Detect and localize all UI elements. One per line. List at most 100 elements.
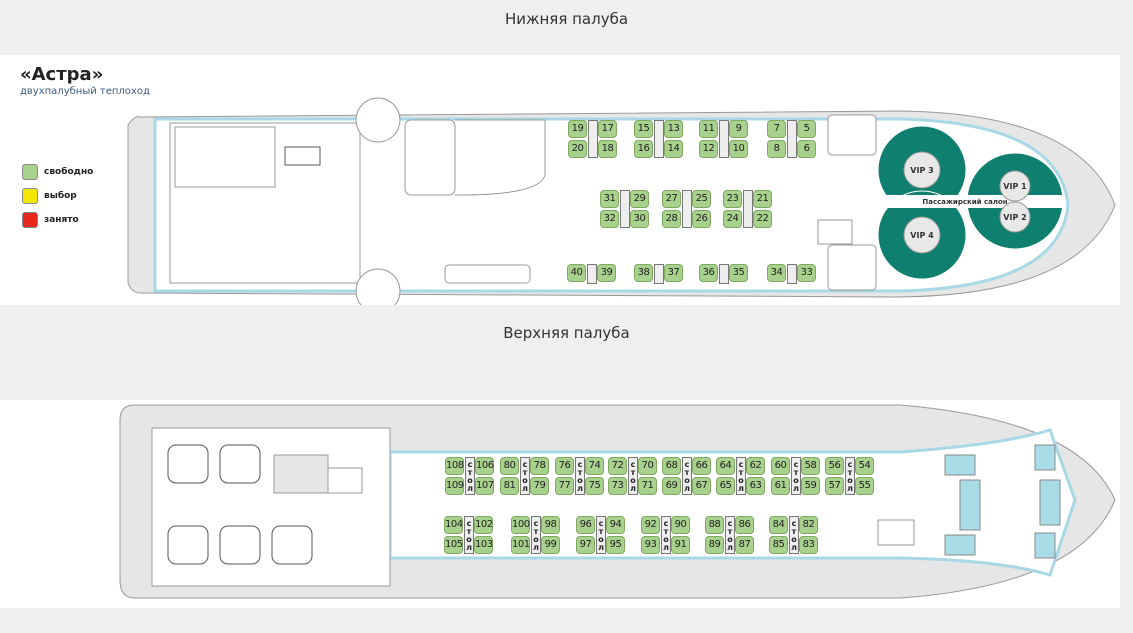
- seat-79[interactable]: 79: [530, 477, 549, 495]
- seat-54[interactable]: 54: [855, 457, 874, 475]
- seat-81[interactable]: 81: [500, 477, 519, 495]
- seat-65[interactable]: 65: [716, 477, 735, 495]
- vip-1-label[interactable]: VIP 1: [1003, 182, 1027, 191]
- seat-56[interactable]: 56: [825, 457, 844, 475]
- seat-11[interactable]: 11: [699, 120, 718, 138]
- seat-63[interactable]: 63: [746, 477, 765, 495]
- seat-60[interactable]: 60: [771, 457, 790, 475]
- seat-85[interactable]: 85: [769, 536, 788, 554]
- seat-25[interactable]: 25: [692, 190, 711, 208]
- table: [682, 190, 692, 228]
- seat-107[interactable]: 107: [475, 477, 494, 495]
- seat-99[interactable]: 99: [541, 536, 560, 554]
- seat-61[interactable]: 61: [771, 477, 790, 495]
- seat-89[interactable]: 89: [705, 536, 724, 554]
- seat-33[interactable]: 33: [797, 264, 816, 282]
- seat-76[interactable]: 76: [555, 457, 574, 475]
- seat-13[interactable]: 13: [664, 120, 683, 138]
- seat-83[interactable]: 83: [799, 536, 818, 554]
- seat-105[interactable]: 105: [444, 536, 463, 554]
- seat-82[interactable]: 82: [799, 516, 818, 534]
- seat-32[interactable]: 32: [600, 210, 619, 228]
- seat-86[interactable]: 86: [735, 516, 754, 534]
- seat-7[interactable]: 7: [767, 120, 786, 138]
- seat-68[interactable]: 68: [662, 457, 681, 475]
- seat-19[interactable]: 19: [568, 120, 587, 138]
- seat-93[interactable]: 93: [641, 536, 660, 554]
- seat-101[interactable]: 101: [511, 536, 530, 554]
- seat-100[interactable]: 100: [511, 516, 530, 534]
- seat-108[interactable]: 108: [445, 457, 464, 475]
- seat-26[interactable]: 26: [692, 210, 711, 228]
- seat-103[interactable]: 103: [474, 536, 493, 554]
- seat-20[interactable]: 20: [568, 140, 587, 158]
- seat-73[interactable]: 73: [608, 477, 627, 495]
- seat-39[interactable]: 39: [597, 264, 616, 282]
- seat-104[interactable]: 104: [444, 516, 463, 534]
- seat-98[interactable]: 98: [541, 516, 560, 534]
- seat-30[interactable]: 30: [630, 210, 649, 228]
- seat-72[interactable]: 72: [608, 457, 627, 475]
- vip-2-label[interactable]: VIP 2: [1003, 213, 1026, 222]
- seat-29[interactable]: 29: [630, 190, 649, 208]
- seat-95[interactable]: 95: [606, 536, 625, 554]
- table: [654, 264, 664, 284]
- seat-102[interactable]: 102: [474, 516, 493, 534]
- seat-14[interactable]: 14: [664, 140, 683, 158]
- seat-37[interactable]: 37: [664, 264, 683, 282]
- seat-27[interactable]: 27: [662, 190, 681, 208]
- seat-97[interactable]: 97: [576, 536, 595, 554]
- seat-75[interactable]: 75: [585, 477, 604, 495]
- seat-5[interactable]: 5: [797, 120, 816, 138]
- seat-18[interactable]: 18: [598, 140, 617, 158]
- seat-21[interactable]: 21: [753, 190, 772, 208]
- seat-90[interactable]: 90: [671, 516, 690, 534]
- seat-66[interactable]: 66: [692, 457, 711, 475]
- seat-35[interactable]: 35: [729, 264, 748, 282]
- seat-22[interactable]: 22: [753, 210, 772, 228]
- seat-71[interactable]: 71: [638, 477, 657, 495]
- seat-34[interactable]: 34: [767, 264, 786, 282]
- seat-16[interactable]: 16: [634, 140, 653, 158]
- seat-96[interactable]: 96: [576, 516, 595, 534]
- legend-swatch: [22, 164, 38, 180]
- vip-4-label[interactable]: VIP 4: [910, 231, 934, 240]
- seat-69[interactable]: 69: [662, 477, 681, 495]
- vip-3-label[interactable]: VIP 3: [910, 166, 933, 175]
- seat-8[interactable]: 8: [767, 140, 786, 158]
- seat-15[interactable]: 15: [634, 120, 653, 138]
- seat-94[interactable]: 94: [606, 516, 625, 534]
- seat-87[interactable]: 87: [735, 536, 754, 554]
- seat-40[interactable]: 40: [567, 264, 586, 282]
- seat-38[interactable]: 38: [634, 264, 653, 282]
- seat-55[interactable]: 55: [855, 477, 874, 495]
- seat-57[interactable]: 57: [825, 477, 844, 495]
- seat-23[interactable]: 23: [723, 190, 742, 208]
- seat-31[interactable]: 31: [600, 190, 619, 208]
- seat-64[interactable]: 64: [716, 457, 735, 475]
- seat-77[interactable]: 77: [555, 477, 574, 495]
- seat-28[interactable]: 28: [662, 210, 681, 228]
- seat-70[interactable]: 70: [638, 457, 657, 475]
- seat-24[interactable]: 24: [723, 210, 742, 228]
- seat-88[interactable]: 88: [705, 516, 724, 534]
- seat-78[interactable]: 78: [530, 457, 549, 475]
- seat-36[interactable]: 36: [699, 264, 718, 282]
- seat-10[interactable]: 10: [729, 140, 748, 158]
- seat-80[interactable]: 80: [500, 457, 519, 475]
- seat-12[interactable]: 12: [699, 140, 718, 158]
- seat-67[interactable]: 67: [692, 477, 711, 495]
- seat-92[interactable]: 92: [641, 516, 660, 534]
- seat-74[interactable]: 74: [585, 457, 604, 475]
- seat-106[interactable]: 106: [475, 457, 494, 475]
- seat-109[interactable]: 109: [445, 477, 464, 495]
- seat-17[interactable]: 17: [598, 120, 617, 138]
- seat-6[interactable]: 6: [797, 140, 816, 158]
- seat-84[interactable]: 84: [769, 516, 788, 534]
- seat-62[interactable]: 62: [746, 457, 765, 475]
- seat-91[interactable]: 91: [671, 536, 690, 554]
- seat-59[interactable]: 59: [801, 477, 820, 495]
- table: стол: [628, 457, 638, 495]
- seat-58[interactable]: 58: [801, 457, 820, 475]
- seat-9[interactable]: 9: [729, 120, 748, 138]
